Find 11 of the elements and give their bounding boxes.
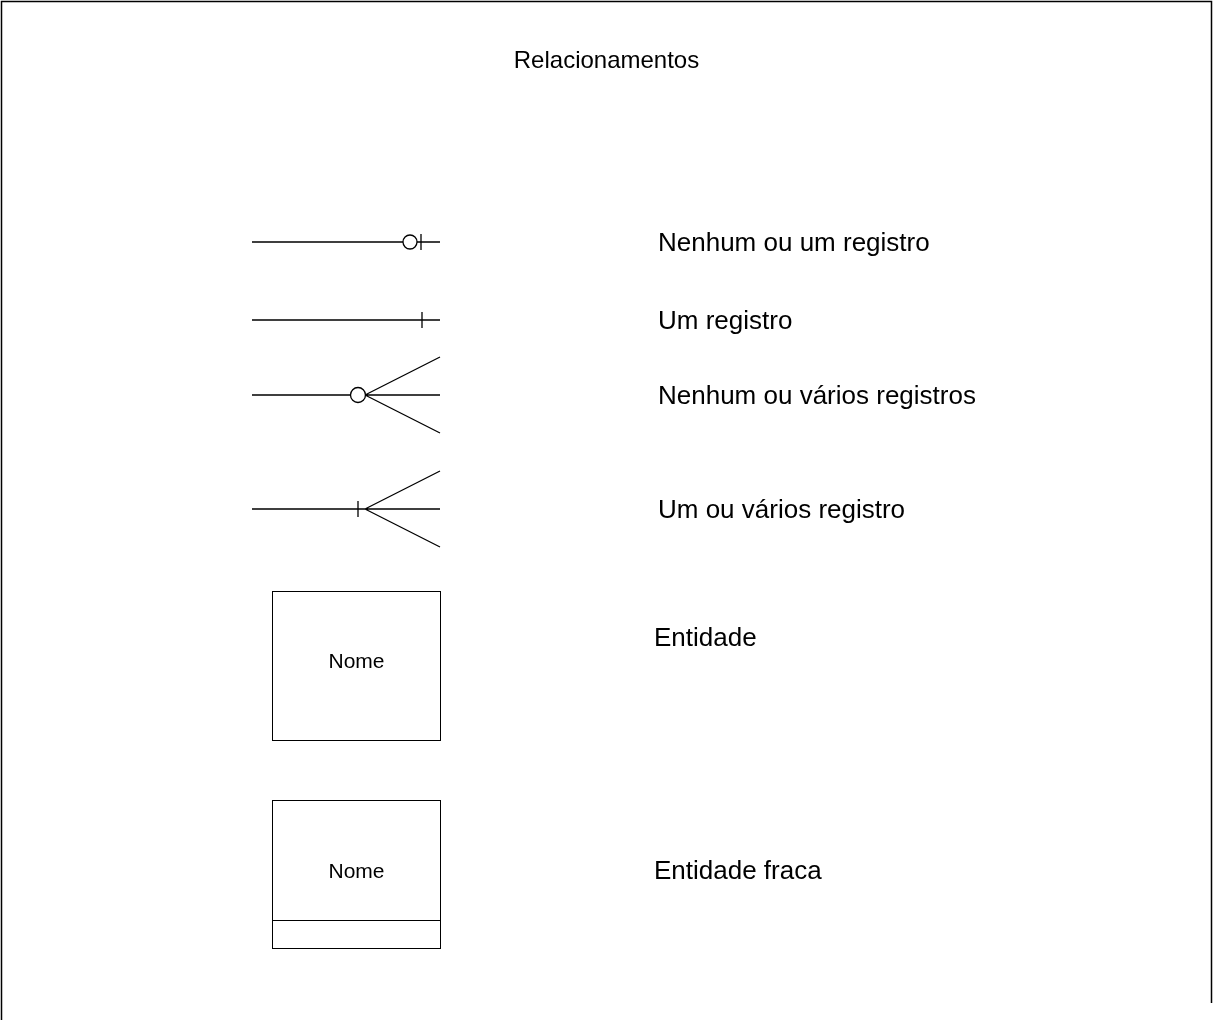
- legend-label: Um ou vários registro: [658, 494, 906, 525]
- legend-label: Nenhum ou um registro: [658, 227, 930, 258]
- entity-caption: Entidade fraca: [654, 855, 822, 886]
- entity-name: Nome: [327, 649, 386, 673]
- legend-label: Um registro: [658, 305, 793, 336]
- entity-caption: Entidade: [654, 622, 757, 653]
- weak-entity-box: [272, 800, 441, 949]
- legend-label: Nenhum ou vários registros: [658, 380, 976, 411]
- entity-box: [272, 591, 441, 741]
- title: Relacionamentos: [512, 46, 701, 74]
- entity-name: Nome: [327, 859, 386, 883]
